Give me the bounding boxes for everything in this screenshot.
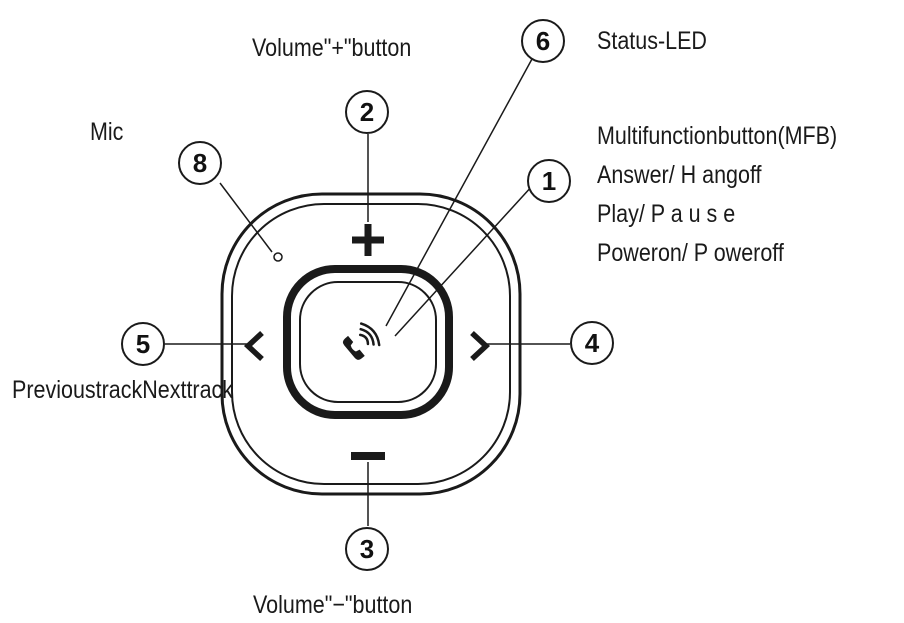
leader-8 — [219, 182, 273, 253]
leader-6 — [385, 58, 533, 327]
phone-icon — [342, 322, 381, 360]
volume-up-button[interactable] — [352, 224, 384, 256]
callout-3: 3 — [345, 527, 389, 571]
svg-text:4: 4 — [585, 328, 600, 358]
mfb-power-label: Poweron/ P oweroff — [597, 239, 784, 267]
svg-text:3: 3 — [360, 534, 374, 564]
status-led-label: Status-LED — [597, 27, 707, 55]
previous-track-button[interactable] — [243, 330, 264, 362]
next-track-button[interactable] — [470, 330, 491, 362]
callout-5: 5 — [121, 322, 165, 366]
chevron-right-icon — [470, 330, 491, 362]
mfb-title-label: Multifunctionbutton(MFB) — [597, 122, 838, 150]
svg-text:8: 8 — [193, 148, 207, 178]
callout-8: 8 — [178, 141, 222, 185]
prev-next-label: PrevioustrackNexttrack — [12, 376, 234, 404]
callout-6: 6 — [521, 19, 565, 63]
leader-lines — [165, 58, 570, 526]
plus-icon — [352, 224, 384, 256]
svg-text:6: 6 — [536, 26, 550, 56]
callout-4: 4 — [570, 321, 614, 365]
svg-text:1: 1 — [542, 166, 556, 196]
mic-hole-icon — [273, 252, 283, 262]
callout-1: 1 — [527, 159, 571, 203]
svg-text:5: 5 — [136, 329, 150, 359]
mic-label: Mic — [90, 118, 124, 146]
mfb-answer-label: Answer/ H angoff — [597, 161, 762, 189]
svg-text:2: 2 — [360, 97, 374, 127]
volume-down-label: Volume"−"button — [253, 591, 413, 619]
volume-up-label: Volume"+"button — [252, 34, 412, 62]
volume-down-button[interactable] — [351, 452, 385, 460]
leader-1 — [394, 184, 534, 337]
mfb-play-label: Play/ P a u s e — [597, 200, 736, 228]
chevron-left-icon — [243, 330, 264, 362]
minus-icon — [351, 452, 385, 460]
callout-2: 2 — [345, 90, 389, 134]
